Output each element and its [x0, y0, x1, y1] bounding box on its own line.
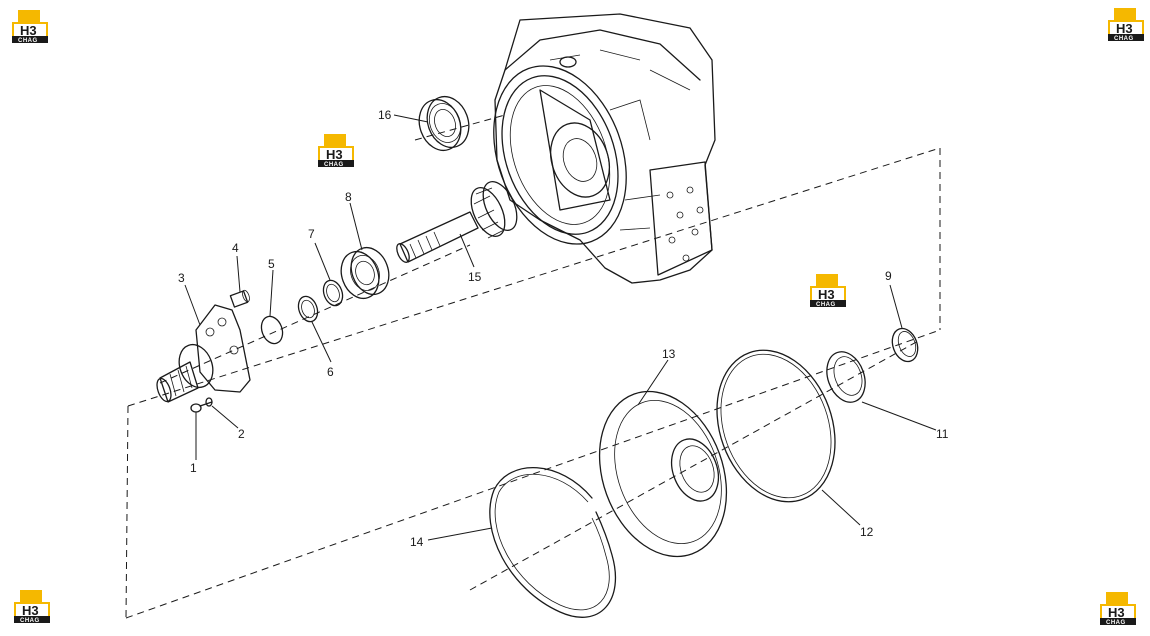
leader-lines	[184, 114, 937, 541]
svg-text:H3: H3	[1116, 21, 1133, 36]
callout-4: 4	[232, 241, 239, 255]
transmission-housing	[493, 13, 716, 284]
part-8-bearing	[340, 246, 390, 300]
callout-6: 6	[327, 365, 334, 379]
svg-text:CHAG: CHAG	[1114, 36, 1134, 42]
part-3-yoke-flange	[156, 304, 251, 403]
part-16-bearing	[418, 95, 470, 152]
svg-text:CHAG: CHAG	[20, 618, 40, 624]
callout-16: 16	[378, 108, 392, 122]
part-6-snap-ring	[297, 295, 319, 323]
callout-1: 1	[190, 461, 197, 475]
part-14-snap-ring	[489, 467, 617, 618]
watermark-logo-mid-left: H3 CHAG	[318, 134, 354, 168]
part-13-piston	[598, 390, 728, 558]
watermark-logo-mid-right: H3 CHAG	[810, 274, 846, 308]
part-15-gear-shaft	[396, 181, 518, 263]
callout-9: 9	[885, 269, 892, 283]
callout-2: 2	[238, 427, 245, 441]
part-12-o-ring	[716, 349, 836, 503]
part-5-snap-ring	[260, 315, 284, 345]
svg-text:CHAG: CHAG	[816, 302, 836, 308]
callout-15: 15	[468, 270, 482, 284]
svg-text:CHAG: CHAG	[18, 38, 38, 44]
part-2-washer	[205, 397, 213, 407]
part-1-bolt	[190, 401, 213, 413]
assembly-axes	[125, 114, 941, 619]
callout-3: 3	[178, 271, 185, 285]
callout-14: 14	[410, 535, 424, 549]
svg-text:CHAG: CHAG	[324, 162, 344, 168]
watermark-logo-bottom-left: H3 CHAG	[14, 590, 50, 624]
svg-text:H3: H3	[1108, 605, 1125, 620]
callout-12: 12	[860, 525, 874, 539]
part-11-seal-ring	[826, 351, 866, 403]
callout-5: 5	[268, 257, 275, 271]
callout-labels: 1 2 3 4 5 6 7 8 9 11 12 13 14 15 16	[178, 108, 949, 549]
callout-7: 7	[308, 227, 315, 241]
watermark-logo-top-right: H3 CHAG	[1108, 8, 1144, 42]
watermark-logo-bottom-right: H3 CHAG	[1100, 592, 1136, 626]
part-7-snap-ring	[322, 279, 344, 307]
callout-13: 13	[662, 347, 676, 361]
callout-11: 11	[936, 427, 949, 441]
callout-8: 8	[345, 190, 352, 204]
svg-text:H3: H3	[326, 147, 343, 162]
part-4-bushing	[229, 289, 250, 308]
watermark-logo-top-left: H3 CHAG	[12, 10, 48, 44]
svg-text:H3: H3	[20, 23, 37, 38]
svg-text:H3: H3	[818, 287, 835, 302]
part-9-seal-ring	[891, 327, 919, 363]
svg-text:CHAG: CHAG	[1106, 620, 1126, 626]
svg-text:H3: H3	[22, 603, 39, 618]
